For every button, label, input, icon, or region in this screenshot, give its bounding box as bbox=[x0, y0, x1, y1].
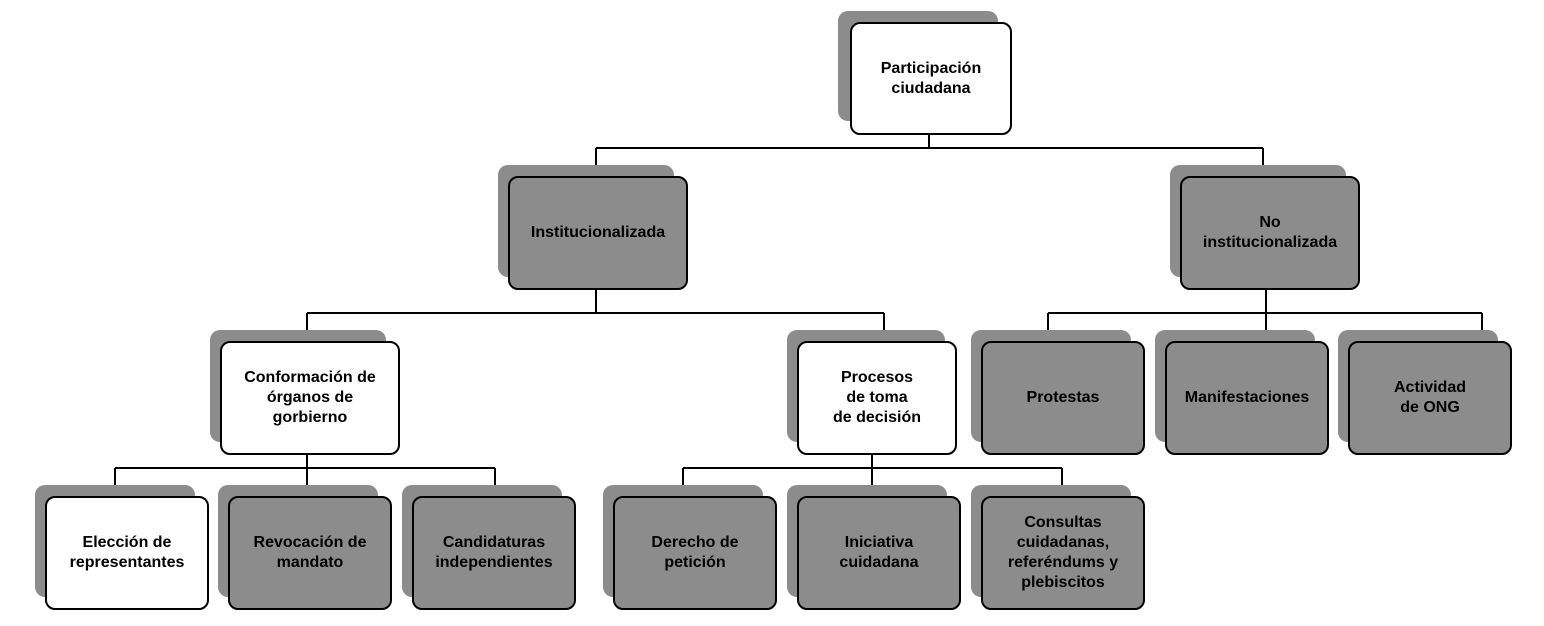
node-box: Manifestaciones bbox=[1165, 341, 1329, 455]
node-revocacion-mandato: Revocación de mandato bbox=[218, 485, 393, 610]
node-label: Candidaturas independientes bbox=[435, 534, 553, 571]
node-box: Procesos de toma de decisión bbox=[797, 341, 957, 455]
node-label: Participación ciudadana bbox=[880, 59, 982, 97]
node-label: Protestas bbox=[1026, 389, 1100, 406]
node-label: Revocación de mandato bbox=[253, 534, 367, 571]
node-box: Protestas bbox=[981, 341, 1145, 455]
node-box: Participación ciudadana bbox=[850, 22, 1012, 135]
node-actividad-ong: Actividad de ONG bbox=[1338, 330, 1513, 456]
node-label: Derecho de petición bbox=[651, 534, 739, 571]
node-manifestaciones: Manifestaciones bbox=[1155, 330, 1330, 456]
node-label: Iniciativa cuidadana bbox=[839, 534, 919, 571]
node-label: Actividad de ONG bbox=[1393, 379, 1466, 416]
node-label: Procesos de toma de decisión bbox=[832, 369, 922, 426]
node-box: Actividad de ONG bbox=[1348, 341, 1512, 455]
node-participacion-ciudadana: Participación ciudadana bbox=[838, 11, 1013, 135]
node-candidaturas-independientes: Candidaturas independientes bbox=[402, 485, 577, 610]
node-institucionalizada: Institucionalizada bbox=[498, 165, 689, 291]
node-label: Manifestaciones bbox=[1184, 389, 1310, 406]
node-protestas: Protestas bbox=[971, 330, 1146, 456]
node-box: Conformación de órganos de gorbierno bbox=[220, 341, 400, 455]
node-label: Institucionalizada bbox=[530, 224, 666, 241]
node-box: Candidaturas independientes bbox=[412, 496, 576, 610]
node-label: Conformación de órganos de gorbierno bbox=[244, 369, 376, 426]
node-iniciativa-cuidadana: Iniciativa cuidadana bbox=[787, 485, 962, 610]
node-label: Elección de representantes bbox=[69, 534, 185, 571]
node-derecho-peticion: Derecho de petición bbox=[603, 485, 778, 610]
node-conformacion-organos: Conformación de órganos de gorbierno bbox=[210, 330, 401, 455]
node-box: Consultas cuidadanas, referéndums y pleb… bbox=[981, 496, 1145, 610]
node-box: No institucionalizada bbox=[1180, 176, 1360, 290]
node-consultas-cuidadanas: Consultas cuidadanas, referéndums y pleb… bbox=[971, 485, 1146, 610]
node-box: Derecho de petición bbox=[613, 496, 777, 610]
node-no-institucionalizada: No institucionalizada bbox=[1170, 165, 1360, 290]
node-label: Consultas cuidadanas, referéndums y pleb… bbox=[1007, 514, 1119, 591]
node-box: Revocación de mandato bbox=[228, 496, 392, 610]
node-box: Iniciativa cuidadana bbox=[797, 496, 961, 610]
node-eleccion-representantes: Elección de representantes bbox=[35, 485, 209, 610]
node-procesos-toma-decision: Procesos de toma de decisión bbox=[787, 330, 958, 455]
node-label: No institucionalizada bbox=[1202, 214, 1338, 251]
node-box: Elección de representantes bbox=[45, 496, 209, 610]
node-box: Institucionalizada bbox=[508, 176, 688, 290]
